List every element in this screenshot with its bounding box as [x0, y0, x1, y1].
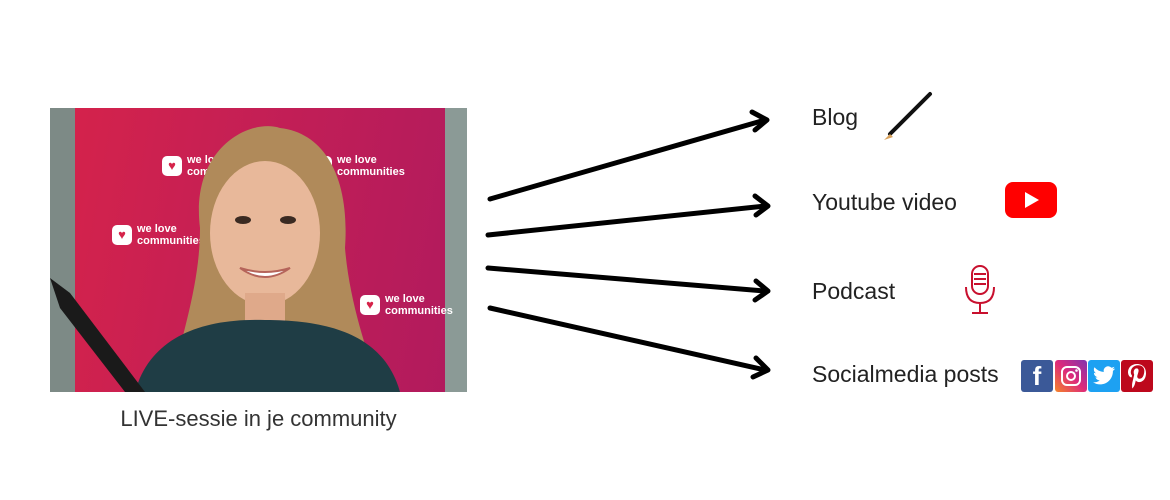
arrowhead-podcast [752, 278, 771, 303]
output-label-social: Socialmedia posts [812, 361, 999, 387]
heart-icon: ♥ [360, 295, 380, 315]
microphone-icon [965, 265, 995, 314]
arrow-to-youtube [485, 203, 768, 238]
arrowhead-social [750, 355, 771, 380]
heart-icon: ♥ [112, 225, 132, 245]
youtube-icon[interactable] [1005, 182, 1057, 218]
pencil-icon [884, 92, 932, 140]
arrow-to-social [487, 305, 768, 373]
arrow-to-podcast [485, 265, 768, 294]
facebook-icon[interactable]: f [1021, 360, 1053, 392]
arrowhead-youtube [752, 193, 771, 218]
output-label-youtube: Youtube video [812, 189, 957, 215]
presenter-illustration [50, 126, 400, 392]
photo-wall-right [445, 108, 467, 392]
pinterest-icon[interactable] [1121, 360, 1153, 392]
heart-icon: ♥ [162, 156, 182, 176]
output-label-blog: Blog [812, 104, 859, 130]
arrow-to-blog [487, 117, 768, 202]
photo-caption: LIVE-sessie in je community [120, 406, 397, 431]
twitter-icon[interactable] [1088, 360, 1120, 392]
arrowhead-blog [749, 109, 770, 133]
output-label-podcast: Podcast [812, 278, 896, 304]
photo-wall-left [50, 108, 75, 392]
instagram-icon[interactable] [1055, 360, 1087, 392]
